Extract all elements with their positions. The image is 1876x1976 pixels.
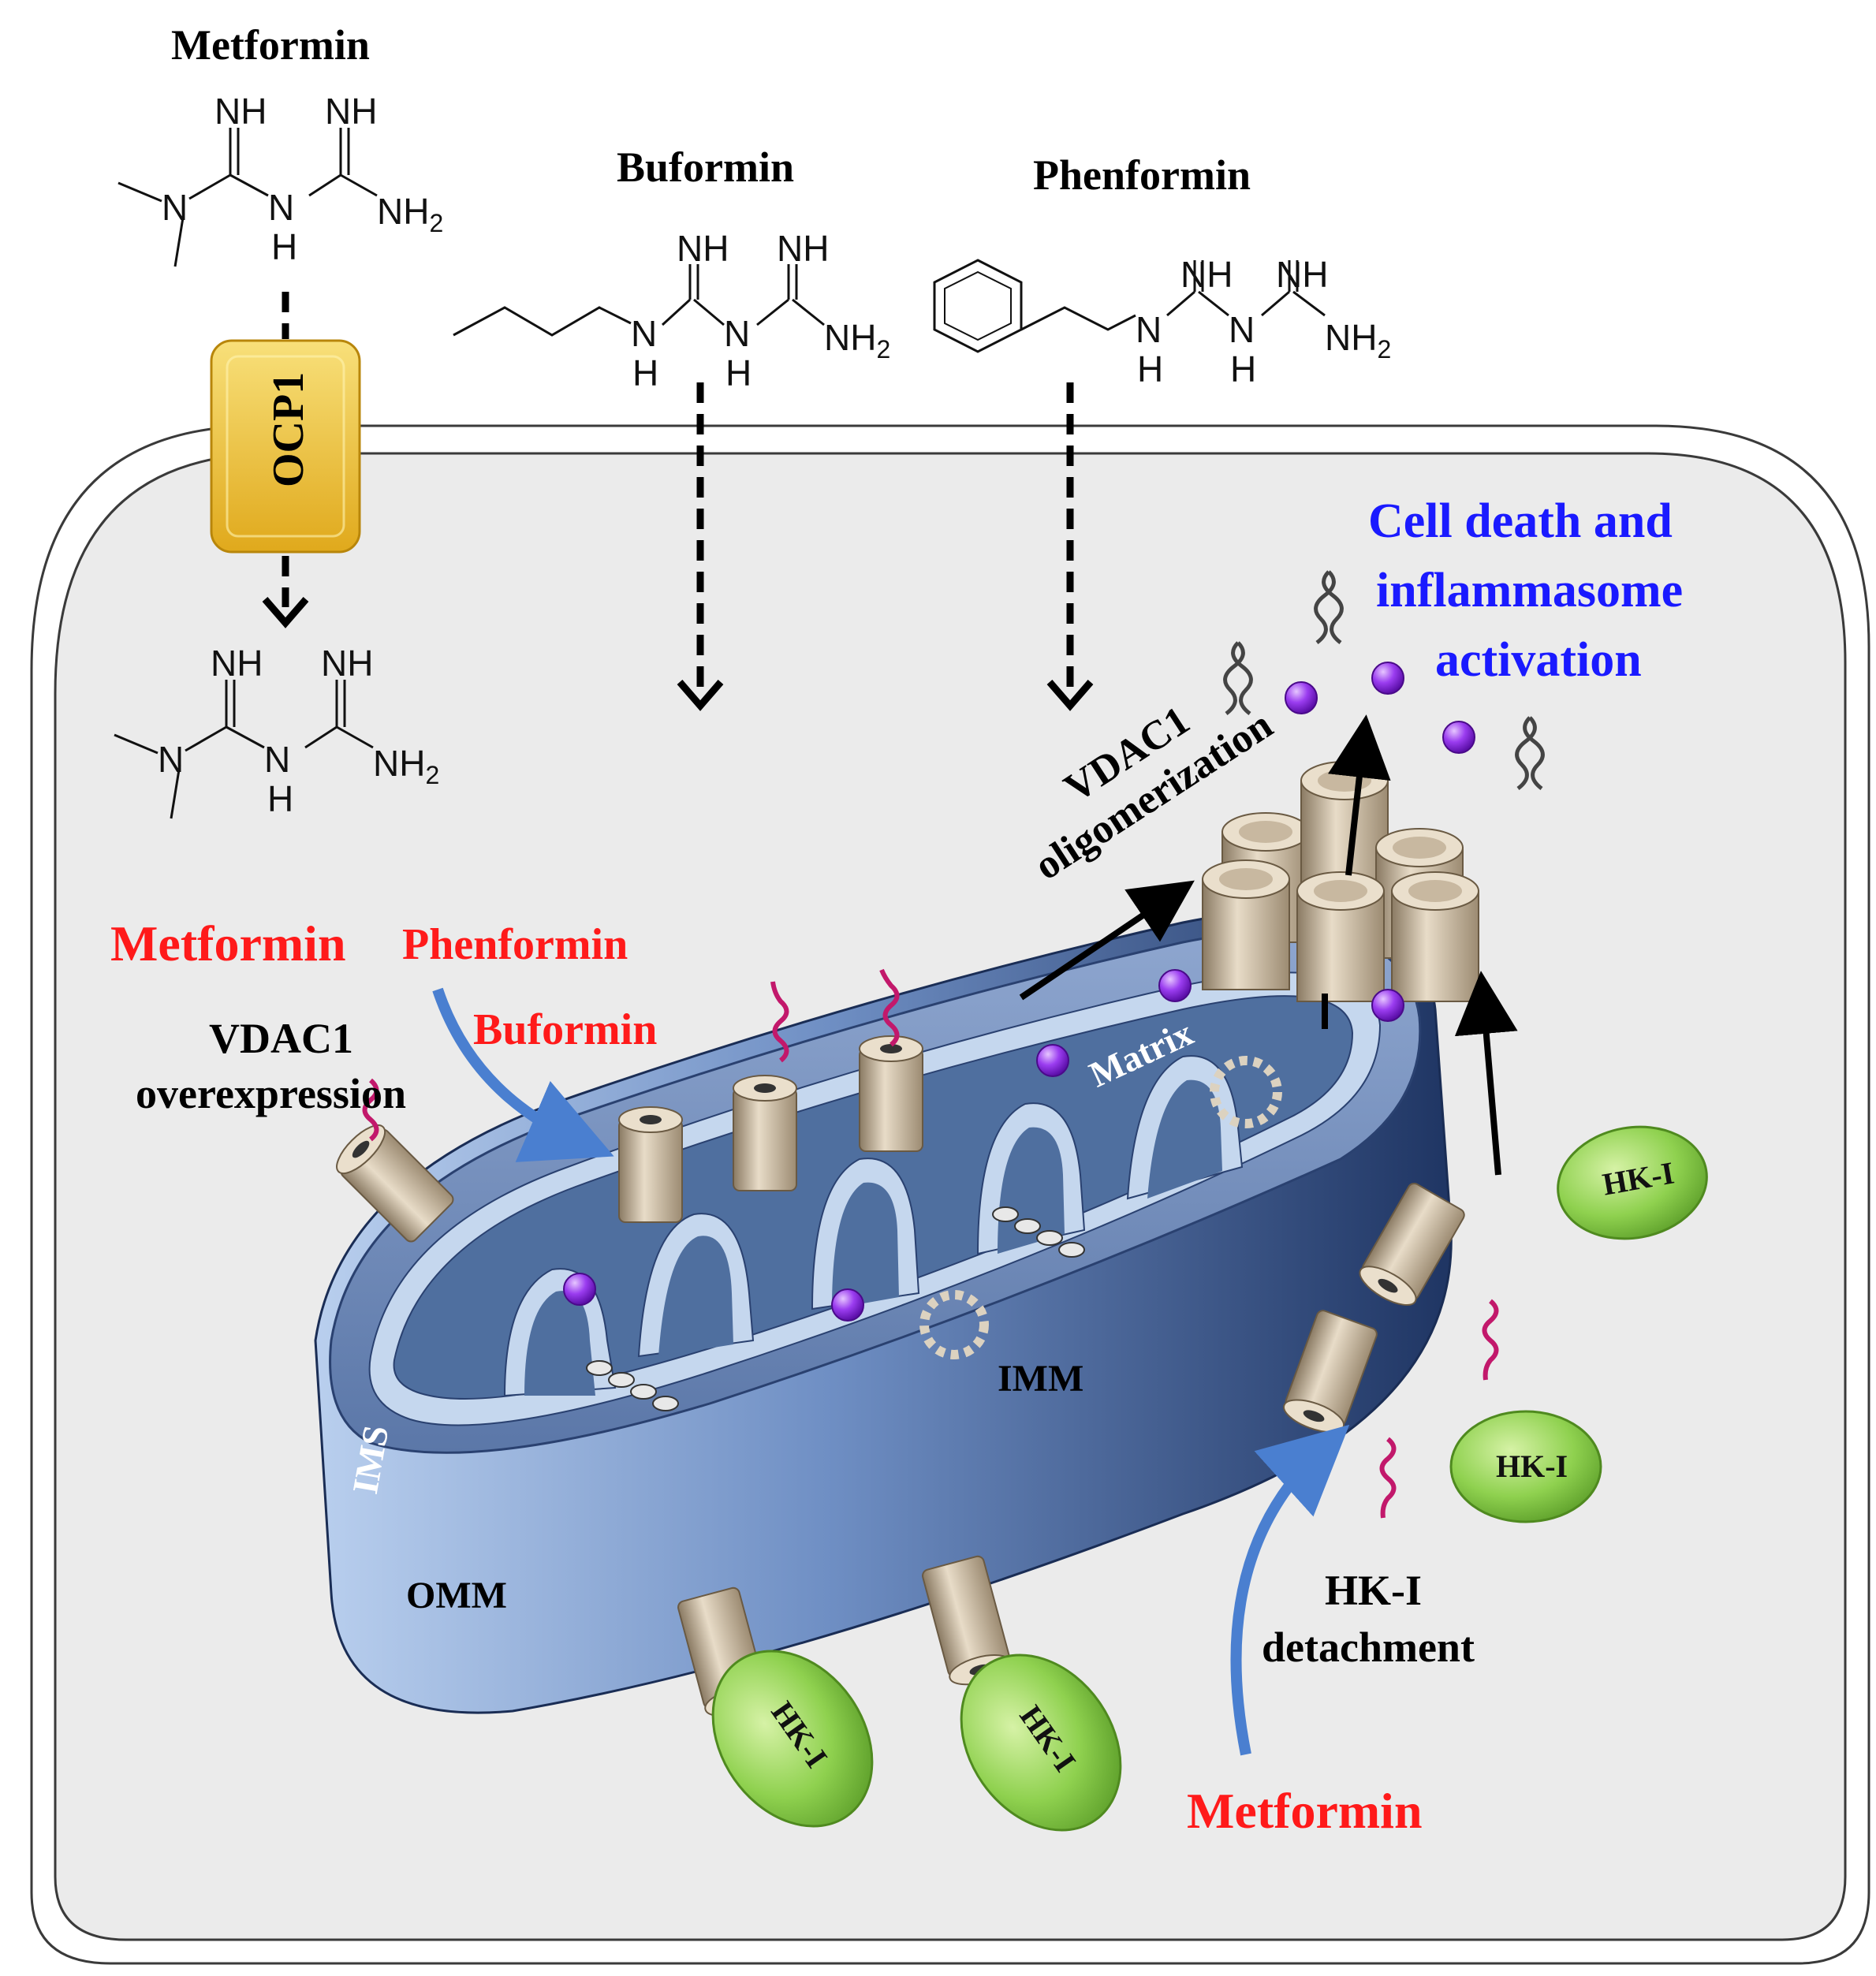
entry-arrows [282,292,1074,690]
arrowhead-phenformin [1046,680,1094,711]
vdac-oligomer [1202,761,1479,1002]
metformin-structure-top [117,128,378,267]
atp-synthase-ring [919,1056,1282,1359]
cytochrome-c-ions [563,662,1475,1322]
hk-i-enzymes [711,1125,1708,1832]
arrowhead-metformin [262,597,309,628]
ocp1-transporter [210,339,361,554]
released-mtdna [1223,570,1545,790]
n-terminal-helices [362,968,1499,1519]
pathway-arrows [1019,714,1518,1176]
arrowhead-buformin [677,680,724,711]
buformin-structure [453,264,825,337]
mtdna-strand [586,1206,1085,1411]
metformin-structure-cell [114,680,374,819]
phenformin-structure [933,259,1326,353]
blue-arrows [432,987,1350,1756]
